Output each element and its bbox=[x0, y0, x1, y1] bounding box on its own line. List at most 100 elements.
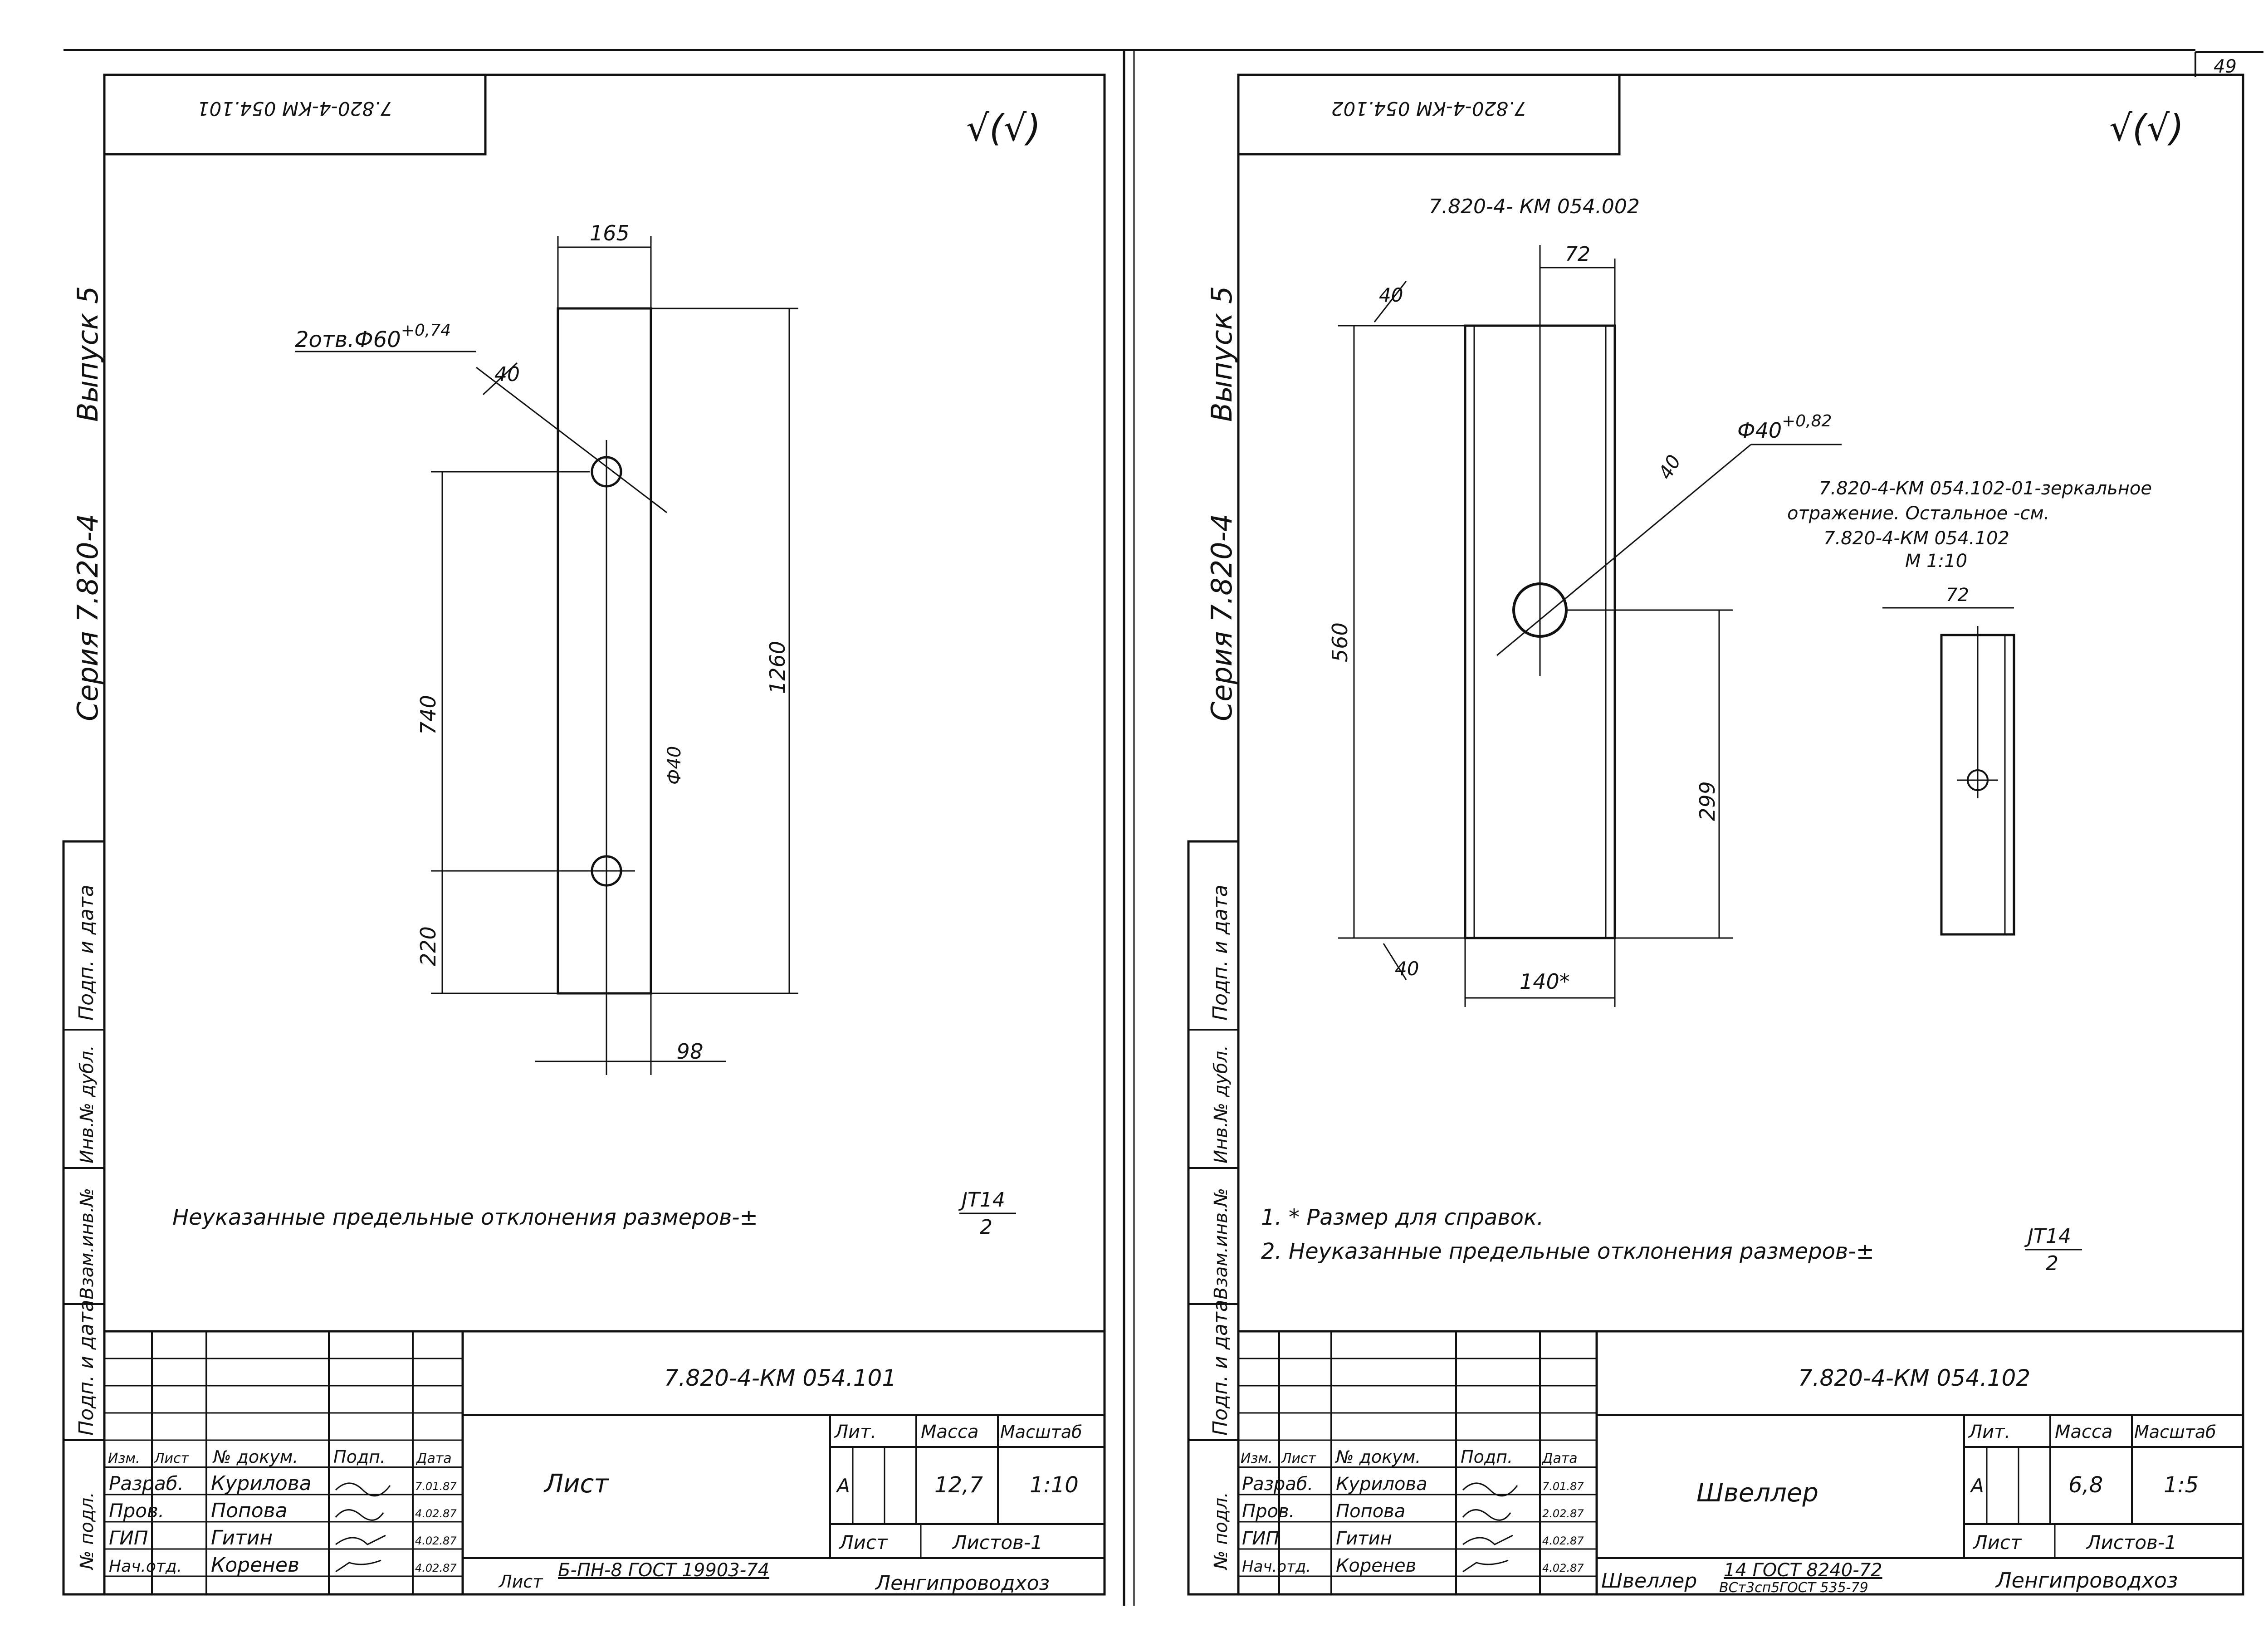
right-title-code: 7.820-4-КМ 054.102 bbox=[1798, 1365, 2030, 1391]
right-tolerance-den: 2 bbox=[2046, 1252, 2058, 1275]
left-hole-dia: Ф40 bbox=[664, 746, 685, 785]
right-scale-value: 1:5 bbox=[2164, 1472, 2199, 1498]
plate-part bbox=[295, 307, 667, 1075]
right-date-2: 4.02.87 bbox=[1542, 1534, 1584, 1547]
left-lit-header: Лит. bbox=[834, 1422, 876, 1442]
right-mass-value: 6,8 bbox=[2068, 1472, 2103, 1498]
right-name-1: Попова bbox=[1336, 1501, 1405, 1522]
right-material-prefix: Швеллер bbox=[1601, 1569, 1697, 1593]
right-signatures bbox=[1462, 1482, 1518, 1573]
right-stamp-replace: Взам.инв.№ bbox=[1211, 1188, 1232, 1300]
right-side-issue: Выпуск 5 bbox=[1205, 286, 1238, 422]
right-title-block: 7.820-4-КМ 054.102 Швеллер Лит. Масса Ма… bbox=[1238, 1330, 2243, 1596]
right-tolerance-num: JT14 bbox=[2024, 1225, 2071, 1248]
right-material-spec2: ВСт3сп5ГОСТ 535-79 bbox=[1719, 1580, 1868, 1596]
left-side-issue: Выпуск 5 bbox=[71, 286, 104, 422]
left-tolerance-num: JT14 bbox=[958, 1188, 1005, 1212]
left-dim-total: 1260 bbox=[765, 641, 790, 694]
right-material-spec: 14 ГОСТ 8240-72 bbox=[1724, 1560, 1882, 1581]
right-side-stamp: Подп. и дата Инв.№ дубл. Взам.инв.№ Подп… bbox=[1187, 840, 1240, 1596]
right-date-3: 4.02.87 bbox=[1542, 1562, 1584, 1574]
left-title-code: 7.820-4-КМ 054.101 bbox=[664, 1365, 896, 1391]
right-mirror-scale: М 1:10 bbox=[1905, 551, 1967, 572]
right-stamp-sign-date2: Подп. и дата bbox=[1209, 1300, 1232, 1436]
left-dim-offset: 86 bbox=[676, 1038, 703, 1063]
left-mass-value: 12,7 bbox=[934, 1472, 983, 1498]
right-sheet: 7.820-4-КМ 054.102 √(√) Серия 7.820-4 Вы… bbox=[1187, 73, 2244, 1596]
right-dim-40-top: 40 bbox=[1379, 284, 1403, 306]
left-stamp-dupl: Инв.№ дубл. bbox=[77, 1045, 98, 1163]
right-role-2: ГИП bbox=[1242, 1528, 1279, 1549]
right-col-izm: Изм. bbox=[1241, 1451, 1273, 1466]
right-chamfer-40: 40 bbox=[1654, 451, 1685, 483]
right-name-2: Гитин bbox=[1336, 1528, 1392, 1549]
left-signatures bbox=[335, 1482, 391, 1573]
right-stamp-sign-date: Подп. и дата bbox=[1209, 884, 1232, 1021]
left-material-prefix: Лист bbox=[498, 1572, 543, 1592]
left-stamp-replace: Взам.инв.№ bbox=[77, 1188, 98, 1300]
left-mass-header: Масса bbox=[921, 1422, 979, 1442]
right-role-1: Пров. bbox=[1242, 1501, 1295, 1522]
left-date-2: 4.02.87 bbox=[415, 1534, 457, 1547]
right-lit-header: Лит. bbox=[1968, 1422, 2010, 1442]
right-mirror-note-2: отражение. Остальное -см. bbox=[1787, 503, 2049, 524]
right-col-doc: № докум. bbox=[1335, 1447, 1421, 1467]
right-col-list: Лист bbox=[1281, 1451, 1317, 1466]
right-role-0: Разраб. bbox=[1242, 1474, 1313, 1495]
right-part-name: Швеллер bbox=[1696, 1478, 1818, 1508]
left-hole-callout: 2отв.Ф60+0,74 bbox=[295, 321, 451, 352]
right-surface-symbol: √(√) bbox=[2109, 107, 2184, 149]
page-number: 49 bbox=[2214, 56, 2237, 77]
left-stamp-sign-date2: Подп. и дата bbox=[75, 1300, 98, 1436]
left-sheets-label: Листов-1 bbox=[952, 1531, 1043, 1554]
right-tolerance-sign: ± bbox=[1856, 1239, 1874, 1264]
left-scale-value: 1:10 bbox=[1030, 1472, 1079, 1498]
left-col-doc: № докум. bbox=[212, 1447, 298, 1467]
left-material-spec: Б-ПН-8 ГОСТ 19903-74 bbox=[558, 1560, 769, 1581]
right-side-series: Серия 7.820-4 bbox=[1205, 514, 1238, 721]
left-role-1: Пров. bbox=[109, 1500, 164, 1522]
mirror-view bbox=[1940, 626, 2015, 936]
right-date-1: 2.02.87 bbox=[1542, 1507, 1584, 1520]
left-col-sign: Подп. bbox=[333, 1447, 386, 1467]
left-side-series: Серия 7.820-4 bbox=[71, 514, 104, 721]
left-tolerance-den: 2 bbox=[980, 1216, 992, 1239]
left-stamp-orig: № подл. bbox=[77, 1492, 98, 1570]
right-hole-callout: Ф40+0,82 bbox=[1737, 412, 1832, 443]
right-mass-header: Масса bbox=[2055, 1422, 2113, 1442]
right-mirror-dim: 72 bbox=[1946, 585, 1969, 606]
right-hole-tolerance: +0,82 bbox=[1782, 412, 1832, 430]
right-stamp-orig: № подл. bbox=[1211, 1492, 1232, 1570]
left-tolerance-sign: ± bbox=[740, 1205, 758, 1230]
left-rotated-code: 7.820-4-КМ 054.101 bbox=[197, 98, 392, 120]
right-note-2: 2. Неуказанные предельные отклонения раз… bbox=[1261, 1239, 1874, 1264]
left-dim-740: 740 bbox=[416, 695, 440, 735]
left-chamfer-40: 40 bbox=[494, 363, 520, 386]
left-name-1: Попова bbox=[211, 1499, 288, 1522]
right-col-date: Дата bbox=[1541, 1451, 1578, 1466]
right-sheet-label: Лист bbox=[1972, 1531, 2022, 1554]
left-part-name: Лист bbox=[543, 1469, 609, 1499]
left-name-2: Гитин bbox=[211, 1526, 273, 1549]
right-dim-72: 72 bbox=[1565, 243, 1590, 266]
left-col-list: Лист bbox=[154, 1451, 190, 1466]
right-sheets-label: Листов-1 bbox=[2086, 1531, 2177, 1554]
left-lit-value: А bbox=[836, 1475, 850, 1497]
left-role-2: ГИП bbox=[109, 1527, 148, 1549]
left-sheet-label: Лист bbox=[838, 1531, 888, 1554]
right-note-1: 1. * Размер для справок. bbox=[1261, 1205, 1544, 1230]
channel-part bbox=[1464, 245, 1842, 939]
left-role-0: Разраб. bbox=[109, 1472, 184, 1495]
left-role-3: Нач.отд. bbox=[109, 1557, 182, 1576]
right-dim-299: 299 bbox=[1695, 781, 1720, 821]
right-name-3: Коренев bbox=[1336, 1555, 1416, 1576]
right-lit-value: А bbox=[1970, 1475, 1984, 1497]
right-ref-code: 7.820-4- КМ 054.002 bbox=[1429, 195, 1640, 218]
right-mirror-note-1: 7.820-4-КМ 054.102-01-зеркальное bbox=[1819, 478, 2152, 499]
left-org: Ленгипроводхоз bbox=[875, 1572, 1050, 1595]
left-stamp-sign-date: Подп. и дата bbox=[75, 884, 98, 1021]
left-date-0: 7.01.87 bbox=[415, 1480, 457, 1493]
left-name-0: Курилова bbox=[211, 1472, 312, 1495]
left-hole-tolerance: +0,74 bbox=[401, 321, 451, 340]
left-dim-width: 165 bbox=[590, 221, 630, 245]
